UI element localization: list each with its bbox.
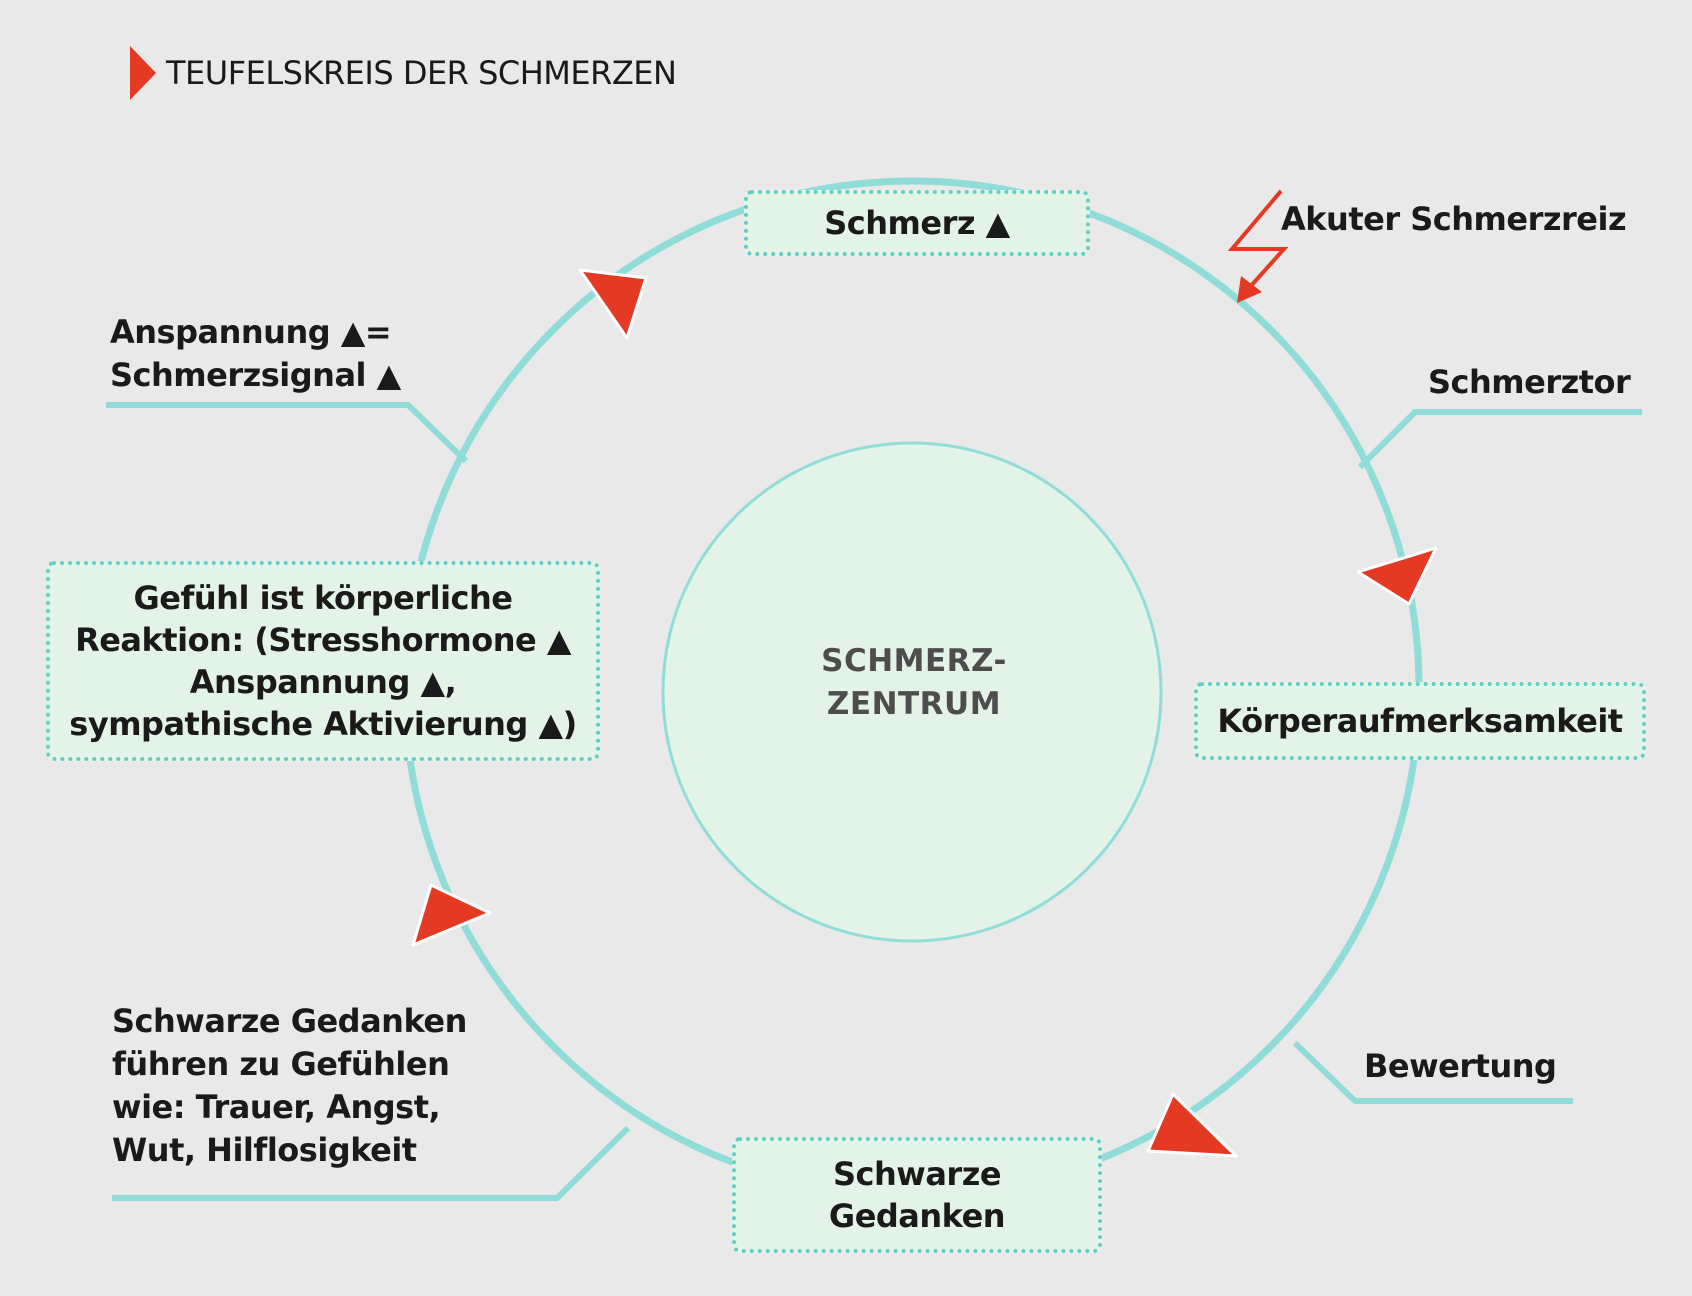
- node-gefuehl: Gefühl ist körperliche Reaktion: (Stress…: [46, 561, 600, 761]
- center-circle: [661, 441, 1163, 943]
- node-gefuehl-label: Gefühl ist körperliche Reaktion: (Stress…: [69, 579, 577, 743]
- node-koerperaufmerksamkeit: Körperaufmerksamkeit: [1194, 682, 1646, 760]
- label-schwarze-gedanken-gefuehle: Schwarze Gedanken führen zu Gefühlen wie…: [112, 1002, 467, 1169]
- lightning-arrowhead-icon: [1237, 276, 1262, 303]
- node-schwarze-gedanken: Schwarze Gedanken: [732, 1137, 1102, 1253]
- cycle-arrow-left: [411, 883, 492, 947]
- connector-bewertung: [1292, 1040, 1573, 1104]
- cycle-arrow-bottom-right: [1146, 1092, 1238, 1158]
- label-anspannung: Anspannung ▲= Schmerzsignal ▲: [110, 313, 401, 394]
- label-akuter-schmerzreiz: Akuter Schmerzreiz: [1281, 200, 1627, 238]
- node-schmerz-label: Schmerz ▲: [824, 204, 1010, 242]
- connector-gefuehle: [112, 1125, 631, 1201]
- node-schwarze-gedanken-label: Schwarze Gedanken: [828, 1155, 1006, 1235]
- page-title: TEUFELSKREIS DER SCHMERZEN: [166, 54, 677, 92]
- center-label: SCHMERZ- ZENTRUM: [821, 643, 1007, 722]
- cycle-arrow-top-left: [578, 268, 648, 340]
- lightning-bolt-icon: [1227, 189, 1289, 289]
- label-schmerztor: Schmerztor: [1428, 363, 1631, 401]
- connector-schmerztor: [1357, 409, 1642, 470]
- cycle-arrow-right: [1356, 546, 1438, 606]
- node-koerperaufmerksamkeit-label: Körperaufmerksamkeit: [1217, 702, 1623, 740]
- connector-anspannung: [106, 402, 469, 464]
- node-schmerz: Schmerz ▲: [744, 190, 1090, 256]
- label-bewertung: Bewertung: [1364, 1047, 1557, 1085]
- title-marker-icon: [130, 46, 156, 100]
